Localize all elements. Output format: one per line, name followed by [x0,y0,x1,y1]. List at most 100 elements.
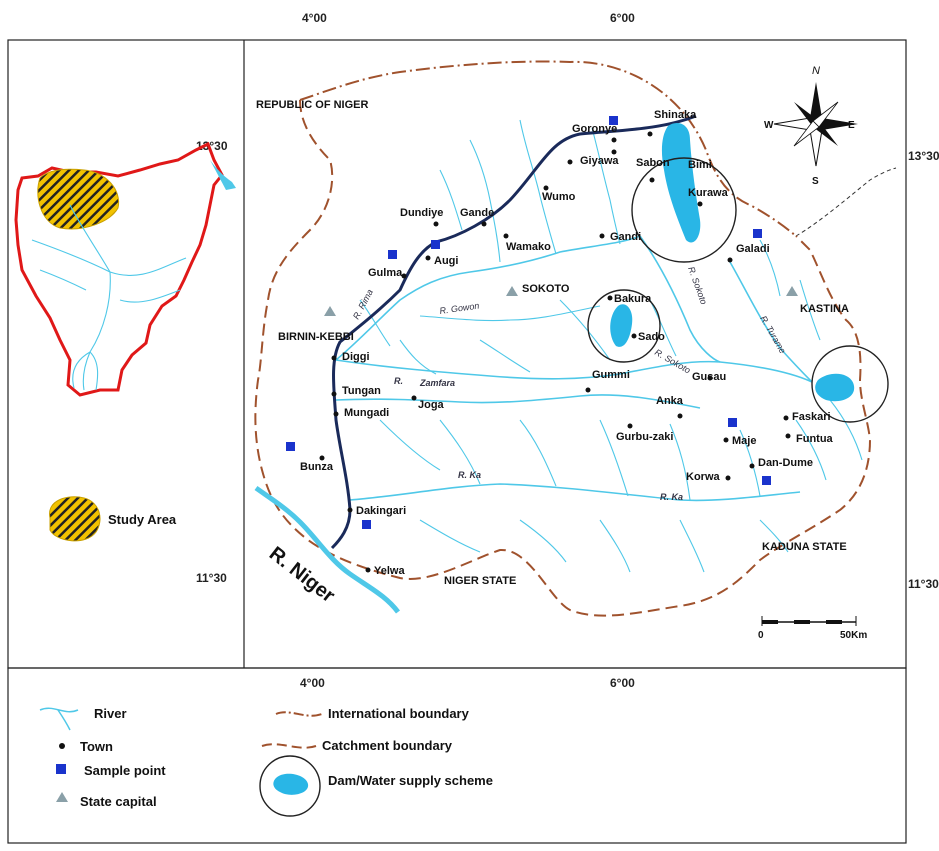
compass-w-label: W [764,120,774,131]
legend-catchment-label: Catchment boundary [322,738,453,753]
coord-right-13-30: 13°30 [908,149,939,163]
town-tungan: Tungan [342,385,381,397]
legend: River Town Sample point State capital In… [39,706,493,817]
river-label-gowon: R. Gowon [439,301,480,316]
legend-river-label: River [94,706,127,721]
river-niger [254,485,400,614]
capital-sokoto-icon [506,286,518,296]
river-label-zamfara-r: R. [394,376,403,386]
town-gande: Gande [460,207,494,219]
sample-point [431,240,440,249]
town-yelwa: Yelwa [374,565,405,577]
town-bunza: Bunza [300,461,334,473]
capital-sokoto-label: SOKOTO [522,283,570,295]
international-boundary [299,60,797,237]
town-diggi: Diggi [342,351,370,363]
capital-kastina-icon [786,286,798,296]
nigeria-border [14,141,224,397]
scale-bar: 0 50Km [758,616,867,641]
study-area-label: Study Area [108,512,177,527]
legend-intl-label: International boundary [328,706,470,721]
town-augi: Augi [434,255,458,267]
dam-circle-1 [631,157,737,263]
compass-s-label: S [812,176,819,187]
town-sabon: Sabon [636,157,670,169]
legend-capital-label: State capital [80,794,157,809]
dam-water-3 [815,373,855,402]
coord-top-6deg: 6°00 [610,11,635,25]
legend-sample-icon [56,764,66,774]
towns: Goronye Shinaka Giyawa Sabon Bimi Wumo K… [300,109,834,577]
river-label-turame: R. Turame [758,314,788,355]
town-korwa: Korwa [686,471,721,483]
town-anka: Anka [656,395,684,407]
compass-arrow-n [810,82,822,124]
legend-frame [7,667,907,844]
dam-shinaka-kurawa [631,122,737,263]
town-wamako: Wamako [506,241,551,253]
inset-nigeria-map [14,141,236,397]
coord-bottom-6deg: 6°00 [610,676,635,690]
town-shinaka: Shinaka [654,109,697,121]
dam-water-1 [661,122,701,243]
sample-point [609,116,618,125]
legend-intl-icon [275,711,323,717]
town-funtua: Funtua [796,433,834,445]
town-dundiye: Dundiye [400,207,443,219]
compass-arrow-e [816,118,858,130]
sample-points [286,116,771,529]
town-goronye: Goronye [572,123,617,135]
compass-n-label: N [812,65,820,77]
town-bakura: Bakura [614,293,652,305]
dam-bakura [587,289,661,363]
sample-point [762,476,771,485]
town-gusau: Gusau [692,371,726,383]
main-river-line [330,114,697,550]
compass-rose: N S E W [764,65,858,187]
study-area-region [37,168,120,230]
dam-circle-3 [811,345,889,423]
town-bimi: Bimi [688,159,712,171]
dam-water-2 [610,304,633,347]
map-frame [7,39,907,669]
sample-point [388,250,397,259]
lake-chad [210,160,236,190]
coord-right-11-30: 11°30 [908,577,939,591]
town-wumo: Wumo [542,191,576,203]
label-republic-of-niger: REPUBLIC OF NIGER [256,99,369,111]
coord-bottom-4deg: 4°00 [300,676,325,690]
legend-dam-circle [259,755,321,817]
capital-kebbi-icon [324,306,336,316]
coord-inset-11-30: 11°30 [196,571,227,585]
coord-inset-13-30: 13°30 [196,139,228,153]
town-faskari: Faskari [792,411,831,423]
town-gummi: Gummi [592,369,630,381]
town-mungadi: Mungadi [344,407,389,419]
legend-dam-label: Dam/Water supply scheme [328,773,493,788]
river-label-sokoto: R. Sokoto [653,347,692,375]
legend-catchment-icon [261,743,317,749]
river-label-zamfara: Zamfara [419,378,455,388]
town-kurawa: Kurawa [688,187,729,199]
state-boundary-east [795,167,897,237]
legend-sample-label: Sample point [84,763,166,778]
capital-kebbi-label: BIRNIN-KEBBI [278,331,354,343]
sample-point [362,520,371,529]
scale-end-label: 50Km [840,630,867,641]
river-label-sokoto-north: R. Sokoto [686,265,709,306]
river-network [254,119,863,614]
legend-dam-icon [273,773,309,795]
dam-faskari [811,345,889,423]
sample-point [286,442,295,451]
label-niger-state: NIGER STATE [444,575,516,587]
river-label-ka-2: R. Ka [660,492,683,502]
study-area-swatch [49,496,101,542]
dam-circle-2 [587,289,661,363]
sample-point [753,229,762,238]
town-dan-dume: Dan-Dume [758,457,813,469]
legend-capital-icon [56,792,68,802]
sample-point [728,418,737,427]
town-gurbu-zaki: Gurbu-zaki [616,431,673,443]
label-kaduna-state: KADUNA STATE [762,541,847,553]
town-joga: Joga [418,399,445,411]
